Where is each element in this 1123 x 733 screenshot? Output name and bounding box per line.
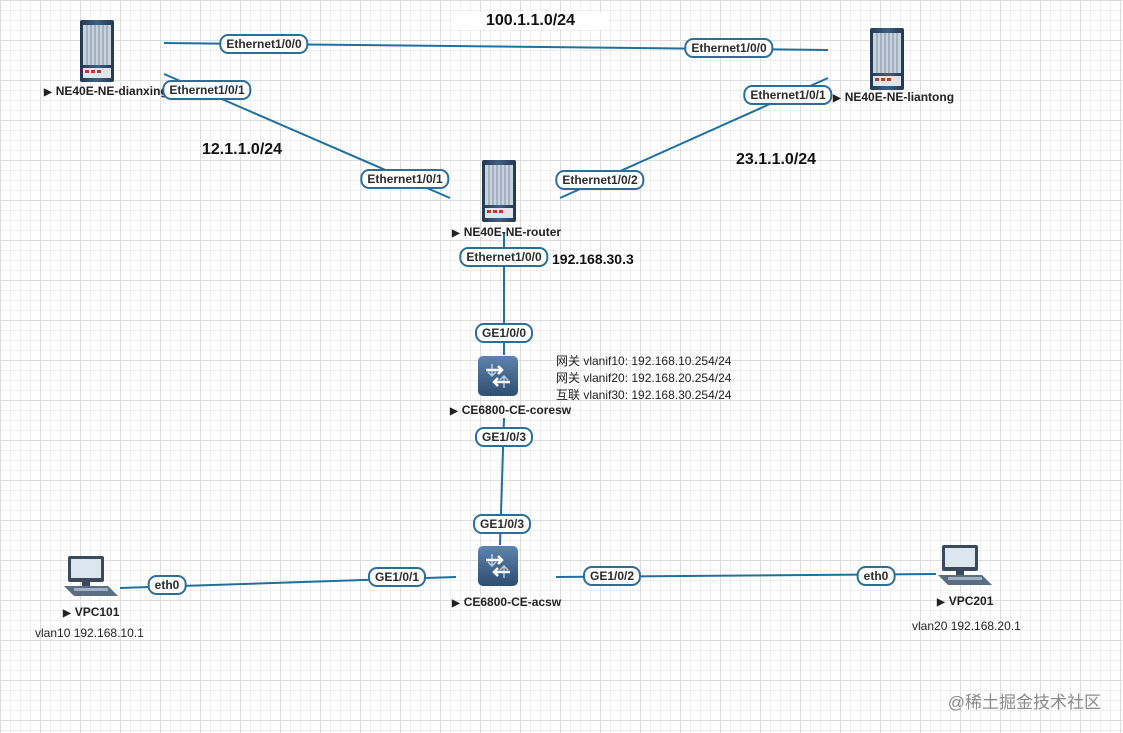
port-label[interactable]: Ethernet1/0/0 [684,38,774,58]
device-name: CE6800-CE-coresw [461,403,572,417]
router-chassis-icon[interactable] [481,159,517,223]
port-label[interactable]: Ethernet1/0/0 [219,34,309,54]
device-name: NE40E-NE-router [463,225,562,239]
device-label-vpc201[interactable]: ▶VPC201 [937,594,993,608]
subnet-label-right: 23.1.1.0/24 [736,151,817,168]
note-line: 网关 vlanif20: 192.168.20.254/24 [556,371,732,385]
router-ip-label: 192.168.30.3 [552,251,634,267]
port-label[interactable]: Ethernet1/0/1 [743,85,833,105]
vpc201-ip-label: vlan20 192.168.20.1 [912,619,1021,633]
port-label[interactable]: eth0 [856,566,896,586]
port-label[interactable]: GE1/0/3 [472,514,532,534]
device-label-router[interactable]: ▶NE40E-NE-router [452,225,561,239]
port-label[interactable]: Ethernet1/0/1 [360,169,450,189]
expand-triangle-icon[interactable]: ▶ [833,93,841,104]
port-label[interactable]: GE1/0/3 [474,427,534,447]
port-label[interactable]: Ethernet1/0/2 [555,170,645,190]
pc-icon[interactable] [938,545,992,585]
expand-triangle-icon[interactable]: ▶ [452,228,460,239]
port-label[interactable]: Ethernet1/0/1 [162,80,252,100]
device-name: CE6800-CE-acsw [463,595,562,609]
port-label[interactable]: GE1/0/2 [582,566,642,586]
device-name: VPC201 [948,594,994,608]
port-label[interactable]: Ethernet1/0/0 [459,247,549,267]
device-label-vpc101[interactable]: ▶VPC101 [63,605,119,619]
switch-icon[interactable] [476,354,520,398]
router-chassis-icon[interactable] [869,27,905,91]
device-label-acsw[interactable]: ▶CE6800-CE-acsw [452,595,561,609]
device-label-dianxing[interactable]: ▶NE40E-NE-dianxing [44,84,168,98]
device-name: VPC101 [74,605,120,619]
pc-icon[interactable] [64,556,118,596]
switch-icon[interactable] [476,544,520,588]
note-line: 互联 vlanif30: 192.168.30.254/24 [556,388,732,402]
device-name: NE40E-NE-dianxing [55,84,168,98]
device-label-liantong[interactable]: ▶NE40E-NE-liantong [833,90,954,104]
note-line: 网关 vlanif10: 192.168.10.254/24 [556,354,732,368]
expand-triangle-icon[interactable]: ▶ [44,87,52,98]
expand-triangle-icon[interactable]: ▶ [452,598,460,609]
links [119,42,937,589]
vpc101-ip-label: vlan10 192.168.10.1 [35,626,144,640]
port-label[interactable]: eth0 [147,575,187,595]
expand-triangle-icon[interactable]: ▶ [63,608,71,619]
device-name: NE40E-NE-liantong [844,90,955,104]
watermark: @稀土掘金技术社区 [947,693,1101,712]
subnet-label-top: 100.1.1.0/24 [452,12,609,30]
coresw-vlanif-notes: 网关 vlanif10: 192.168.10.254/24 网关 vlanif… [556,353,731,404]
expand-triangle-icon[interactable]: ▶ [450,406,458,417]
subnet-label-left: 12.1.1.0/24 [202,141,283,158]
expand-triangle-icon[interactable]: ▶ [937,597,945,608]
port-label[interactable]: GE1/0/1 [367,567,427,587]
port-label[interactable]: GE1/0/0 [474,323,534,343]
device-label-coresw[interactable]: ▶CE6800-CE-coresw [450,403,571,417]
router-chassis-icon[interactable] [79,19,115,83]
